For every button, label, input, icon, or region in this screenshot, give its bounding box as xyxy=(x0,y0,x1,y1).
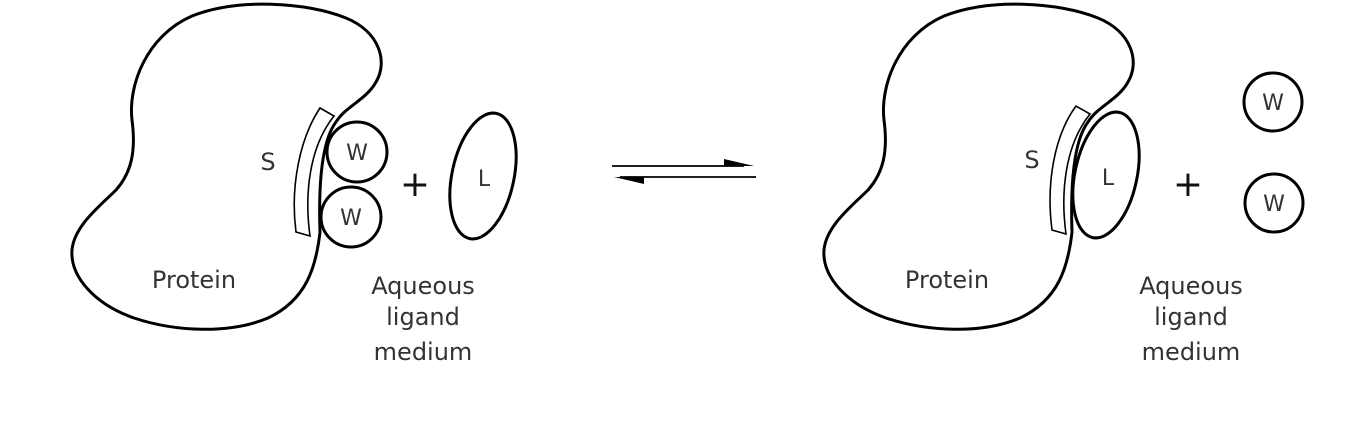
right-water-bottom-label: W xyxy=(1263,192,1285,217)
left-protein-outline xyxy=(70,2,383,331)
right-binding-site-s xyxy=(1049,104,1092,236)
right-ligand-label: L xyxy=(1102,166,1115,191)
right-protein-label: Protein xyxy=(905,266,989,294)
left-water-top xyxy=(325,120,389,184)
left-water-top-label: W xyxy=(346,141,368,166)
left-plus-sign: + xyxy=(400,164,430,205)
left-medium-label-line1: Aqueous xyxy=(371,272,475,300)
forward-arrowhead xyxy=(724,159,754,166)
left-site-label: S xyxy=(260,148,275,176)
right-water-top xyxy=(1242,71,1304,133)
right-water-bottom xyxy=(1243,172,1305,234)
left-protein-label: Protein xyxy=(152,266,236,294)
left-binding-site-s xyxy=(293,106,336,238)
reverse-arrowhead xyxy=(614,177,644,184)
left-water-bottom xyxy=(319,185,383,249)
left-medium-label-line2: ligand xyxy=(386,303,460,331)
right-state: S L + W W Protein Aqueous ligand medium xyxy=(822,2,1305,366)
right-medium-label-line1: Aqueous xyxy=(1139,272,1243,300)
left-state: S W W + L Protein Aqueous ligand medium xyxy=(70,2,518,366)
right-medium-label-line2: ligand xyxy=(1154,303,1228,331)
left-water-bottom-label: W xyxy=(340,206,362,231)
right-protein-outline xyxy=(822,2,1135,331)
left-ligand-label: L xyxy=(478,167,491,192)
right-plus-sign: + xyxy=(1173,164,1203,205)
equilibrium-arrows xyxy=(612,159,756,184)
left-medium-label-line3: medium xyxy=(374,338,473,366)
left-ligand xyxy=(448,111,518,241)
right-site-label: S xyxy=(1024,146,1039,174)
right-ligand-bound xyxy=(1071,110,1141,240)
right-medium-label-line3: medium xyxy=(1142,338,1241,366)
right-water-top-label: W xyxy=(1262,91,1284,116)
